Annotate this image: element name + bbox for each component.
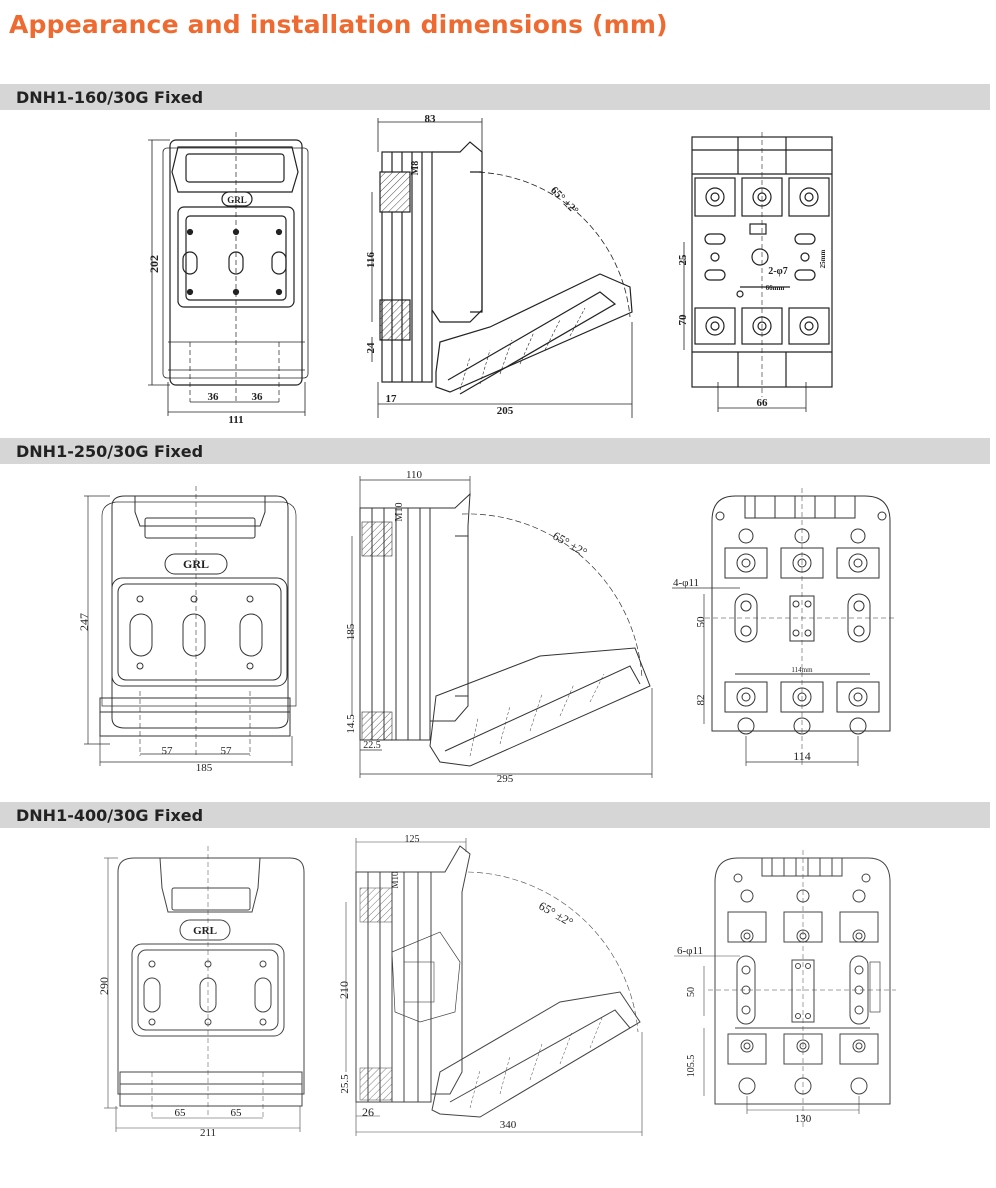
section-title: DNH1-250/30G Fixed	[16, 442, 204, 461]
side-base: 26	[362, 1105, 374, 1119]
drawings-250: GRL 247 57 57 185	[77, 469, 895, 785]
side-screw: M10	[394, 503, 405, 522]
front-width: 185	[196, 762, 213, 774]
back-view-400	[708, 850, 896, 1128]
side-open-length: 295	[497, 773, 514, 785]
side-view-160	[379, 141, 633, 395]
side-depth: 110	[406, 469, 423, 481]
side-base: 17	[386, 393, 398, 405]
front-pitch-left: 57	[162, 745, 174, 757]
side-base: 22.5	[363, 740, 381, 751]
drawings-160: GRL 202 36 36 111	[147, 113, 833, 426]
back-dims-400: 6-φ11 50 105.5 130	[674, 945, 860, 1125]
side-mount-height: 185	[345, 623, 357, 640]
back-vertical-a: 50	[695, 616, 707, 628]
back-hole: 6-φ11	[677, 945, 703, 957]
back-dims-250: 4-φ11 50 82 114mm 114	[672, 577, 859, 766]
side-screw: M8	[410, 161, 421, 175]
brand-label: GRL	[193, 925, 217, 937]
section-title: DNH1-160/30G Fixed	[16, 88, 204, 107]
side-mount-height: 210	[337, 981, 351, 999]
side-mount-height: 116	[365, 252, 377, 268]
front-dims-400: 290 65 65 211	[97, 857, 301, 1139]
back-small-b: 66mm	[766, 284, 785, 292]
section-band-400: DNH1-400/30G Fixed	[0, 802, 990, 828]
drawings-400: GRL 290 65 65 211	[97, 834, 896, 1139]
front-width: 111	[228, 414, 243, 426]
brand-label: GRL	[183, 557, 209, 571]
side-view-250	[359, 492, 651, 767]
front-pitch-right: 65	[231, 1107, 243, 1119]
side-angle: 65° ±2°	[548, 184, 581, 217]
back-vertical-b: 82	[695, 695, 707, 706]
front-view-160: GRL	[162, 132, 309, 402]
side-open-length: 205	[497, 405, 514, 417]
front-pitch-right: 57	[221, 745, 233, 757]
front-height: 247	[77, 613, 91, 631]
brand-label: GRL	[227, 195, 247, 205]
back-view-160	[691, 132, 833, 397]
front-view-250: GRL	[99, 486, 297, 756]
side-open-length: 340	[500, 1119, 517, 1131]
side-bottom: 24	[365, 342, 377, 354]
side-bottom: 14.5	[345, 714, 357, 734]
back-width: 66	[757, 397, 769, 409]
section-band-250: DNH1-250/30G Fixed	[0, 438, 990, 464]
back-small-a: 25mm	[819, 250, 827, 269]
side-screw: M10	[390, 871, 400, 889]
back-view-250	[705, 488, 895, 766]
front-pitch-right: 36	[252, 391, 264, 403]
back-vertical-a: 25	[677, 254, 689, 266]
section-title: DNH1-400/30G Fixed	[16, 806, 204, 825]
back-vertical-a: 50	[686, 987, 697, 997]
back-width: 130	[795, 1113, 812, 1125]
front-width: 211	[200, 1127, 216, 1139]
side-view-400	[355, 845, 641, 1118]
front-pitch-left: 65	[175, 1107, 187, 1119]
back-width: 114	[793, 749, 811, 763]
front-dims-250: 247 57 57 185	[77, 495, 293, 774]
back-vertical-b: 70	[677, 314, 689, 326]
front-pitch-left: 36	[208, 391, 220, 403]
back-dims-160: 25 70 2-φ7 25mm 66mm 66	[677, 242, 827, 412]
side-angle: 65° ±2°	[550, 529, 589, 560]
front-height: 290	[97, 977, 111, 995]
side-depth: 125	[405, 834, 420, 845]
front-height: 202	[147, 255, 161, 273]
section-band-160: DNH1-160/30G Fixed	[0, 84, 990, 110]
back-hole: 2-φ7	[768, 266, 788, 277]
back-hole: 4-φ11	[673, 577, 699, 589]
back-small-a: 114mm	[791, 666, 813, 674]
side-bottom: 25.5	[339, 1074, 351, 1094]
side-angle: 65° ±2°	[536, 899, 575, 930]
page-title: Appearance and installation dimensions (…	[9, 10, 668, 39]
front-view-400: GRL	[117, 846, 305, 1118]
front-dims-160: 202 36 36 111	[147, 139, 306, 426]
back-vertical-b: 105.5	[686, 1055, 697, 1078]
side-depth: 83	[425, 113, 437, 125]
